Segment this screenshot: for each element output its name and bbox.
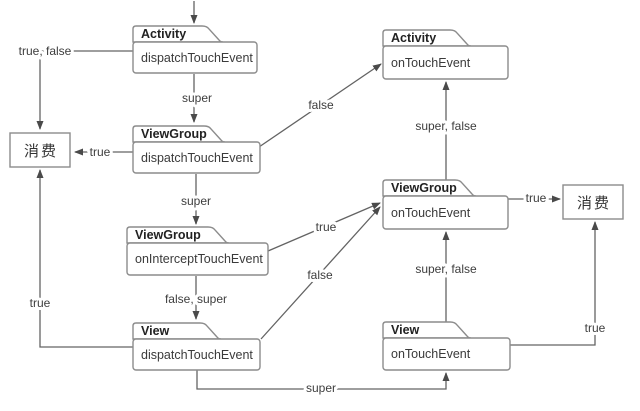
edge-true-intercept-to-viewgroupontouch xyxy=(267,202,381,252)
node-view-ontouchevent: View onTouchEvent xyxy=(382,321,511,371)
edge-label-true-false: true, false xyxy=(19,44,72,58)
edge-label-false-upper: false xyxy=(308,98,334,112)
node-method-label: dispatchTouchEvent xyxy=(141,151,253,165)
diagram-edge-labels: true, false super true false super true … xyxy=(16,41,609,398)
edge-label-true-bottom-right: true xyxy=(585,321,606,335)
node-activity-dispatchtouchevent: Activity dispatchTouchEvent xyxy=(132,25,258,74)
package-body xyxy=(382,195,509,230)
diagram-nodes: Activity dispatchTouchEvent ViewGroup di… xyxy=(9,25,624,371)
node-consume-left: 消费 xyxy=(9,132,71,168)
node-class-label: View xyxy=(391,323,420,337)
node-consume-right: 消费 xyxy=(562,184,624,220)
package-body xyxy=(132,338,261,371)
node-method-label: onTouchEvent xyxy=(391,206,471,220)
node-viewgroup-dispatchtouchevent: ViewGroup dispatchTouchEvent xyxy=(132,125,261,174)
node-viewgroup-onintercepttouchevent: ViewGroup onInterceptTouchEvent xyxy=(126,226,269,276)
consume-box xyxy=(9,132,71,168)
edge-label-true-right: true xyxy=(526,191,547,205)
node-class-label: Activity xyxy=(391,31,436,45)
node-activity-ontouchevent: Activity onTouchEvent xyxy=(382,29,509,80)
edge-false-viewgroupdispatch-to-activityontouch xyxy=(258,63,382,148)
package-body xyxy=(126,242,269,276)
edge-label-true-left: true xyxy=(90,145,111,159)
package-body xyxy=(132,141,261,174)
edge-label-super-false-upper: super, false xyxy=(415,119,477,133)
edge-label-super-1: super xyxy=(182,91,212,105)
node-class-label: ViewGroup xyxy=(135,228,201,242)
edge-label-false-lower: false xyxy=(307,268,333,282)
node-class-label: View xyxy=(141,324,170,338)
node-viewgroup-ontouchevent: ViewGroup onTouchEvent xyxy=(382,179,509,230)
node-method-label: onTouchEvent xyxy=(391,56,471,70)
edge-false-viewdispatch-to-viewgroupontouch xyxy=(260,206,381,340)
edge-truefalse-activity-to-consume xyxy=(36,50,133,130)
edge-label-super-2: super xyxy=(181,194,211,208)
edge-true-viewdispatch-to-consume xyxy=(36,169,133,348)
consume-label: 消费 xyxy=(577,195,611,212)
node-method-label: dispatchTouchEvent xyxy=(141,348,253,362)
package-body xyxy=(132,41,258,74)
node-method-label: dispatchTouchEvent xyxy=(141,51,253,65)
diagram-edges xyxy=(36,1,599,390)
node-view-dispatchtouchevent: View dispatchTouchEvent xyxy=(132,322,261,371)
node-class-label: ViewGroup xyxy=(391,181,457,195)
edge-label-true-bottom-left: true xyxy=(30,296,51,310)
edge-true-viewontouch-to-consume xyxy=(510,221,599,346)
consume-label: 消费 xyxy=(24,143,58,160)
package-body xyxy=(382,337,511,371)
edge-label-super-false-lower: super, false xyxy=(415,262,477,276)
package-body xyxy=(382,45,509,80)
edge-label-super-bottom: super xyxy=(306,381,336,395)
edge-label-true-middle: true xyxy=(316,220,337,234)
node-class-label: Activity xyxy=(141,27,186,41)
node-method-label: onInterceptTouchEvent xyxy=(135,252,263,266)
edge-super-viewdispatch-to-viewontouch xyxy=(196,370,450,390)
edge-label-false-super: false, super xyxy=(165,292,227,306)
consume-box xyxy=(562,184,624,220)
node-method-label: onTouchEvent xyxy=(391,347,471,361)
node-class-label: ViewGroup xyxy=(141,127,207,141)
